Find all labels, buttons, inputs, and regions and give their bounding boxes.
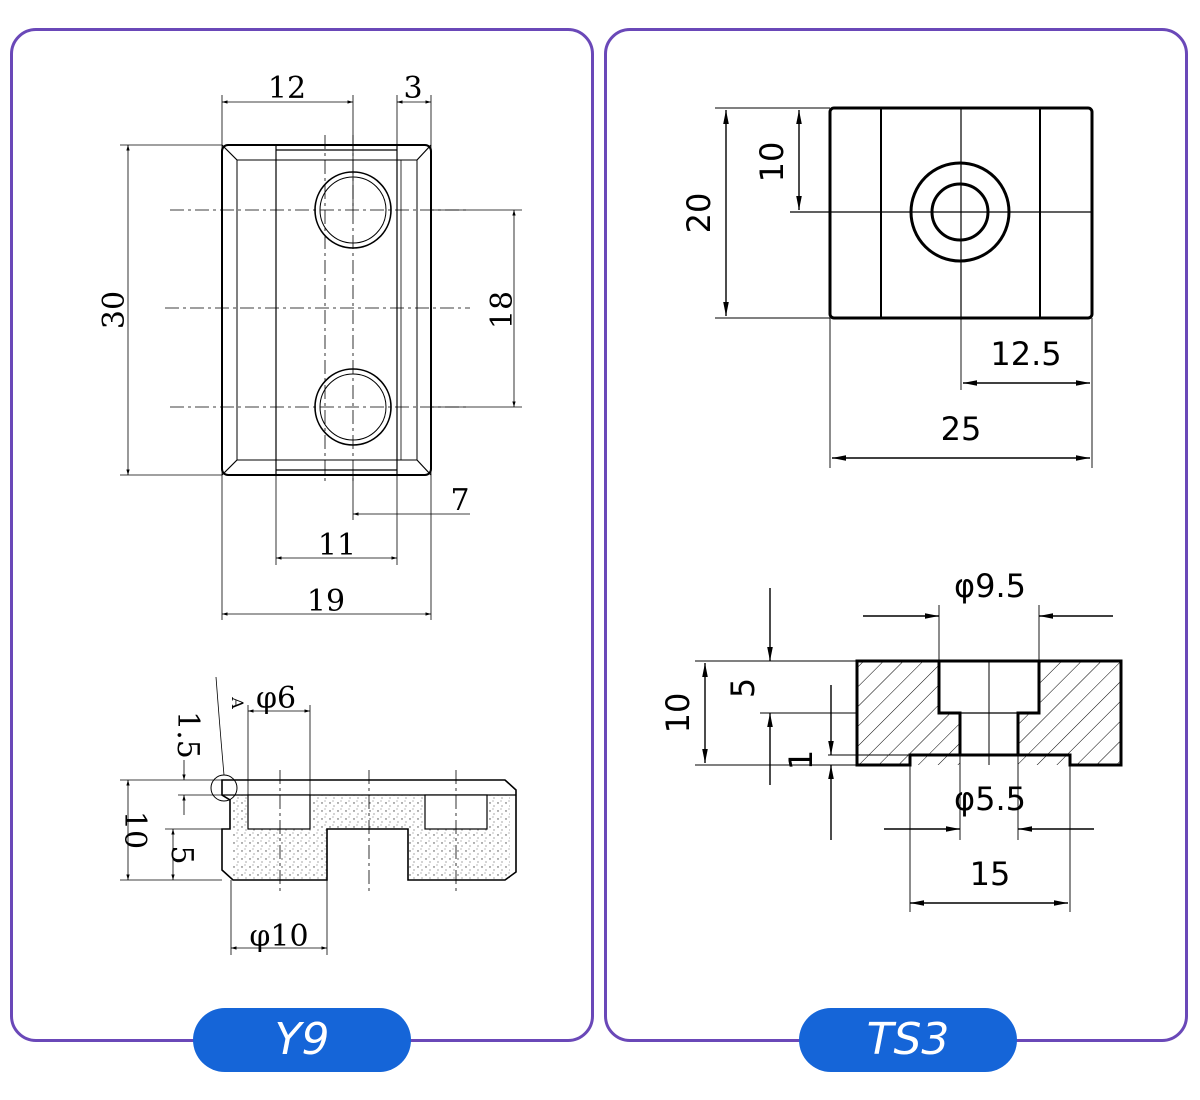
svg-text:φ5.5: φ5.5 [954,780,1026,818]
svg-text:φ10: φ10 [249,919,308,954]
svg-text:10: 10 [117,811,152,849]
svg-text:5: 5 [164,845,199,864]
svg-text:11: 11 [318,528,356,563]
svg-text:15: 15 [970,855,1011,893]
y9-top-dimensions: 12 3 30 18 7 11 19 [97,71,520,619]
ts3-section-dimensions: φ9.5 10 5 1 φ5.5 15 [659,567,1026,893]
y9-top-view [120,95,522,620]
svg-text:φ9.5: φ9.5 [954,567,1026,605]
ts3-section-view [695,588,1123,912]
svg-text:10: 10 [753,142,791,183]
label-badge-y9: Y9 [193,1008,411,1072]
ts3-top-dimensions: 10 20 12.5 25 [680,142,1062,448]
svg-text:19: 19 [307,584,345,619]
svg-text:φ6: φ6 [256,681,296,716]
svg-text:1: 1 [782,750,820,770]
svg-text:A: A [228,696,247,709]
svg-text:18: 18 [485,291,520,329]
svg-text:25: 25 [941,410,982,448]
y9-side-dimensions: φ6 A 1.5 10 5 φ10 [117,681,309,954]
svg-text:20: 20 [680,193,718,234]
label-badge-ts3: TS3 [799,1008,1017,1072]
svg-text:3: 3 [403,71,422,106]
svg-text:12.5: 12.5 [990,335,1061,373]
svg-text:30: 30 [97,291,132,329]
svg-text:5: 5 [724,678,762,698]
svg-text:10: 10 [659,693,697,734]
ts3-top-view [715,106,1094,468]
svg-text:12: 12 [268,71,306,106]
svg-text:7: 7 [450,483,469,518]
y9-side-view [120,676,517,955]
svg-text:1.5: 1.5 [170,711,205,759]
